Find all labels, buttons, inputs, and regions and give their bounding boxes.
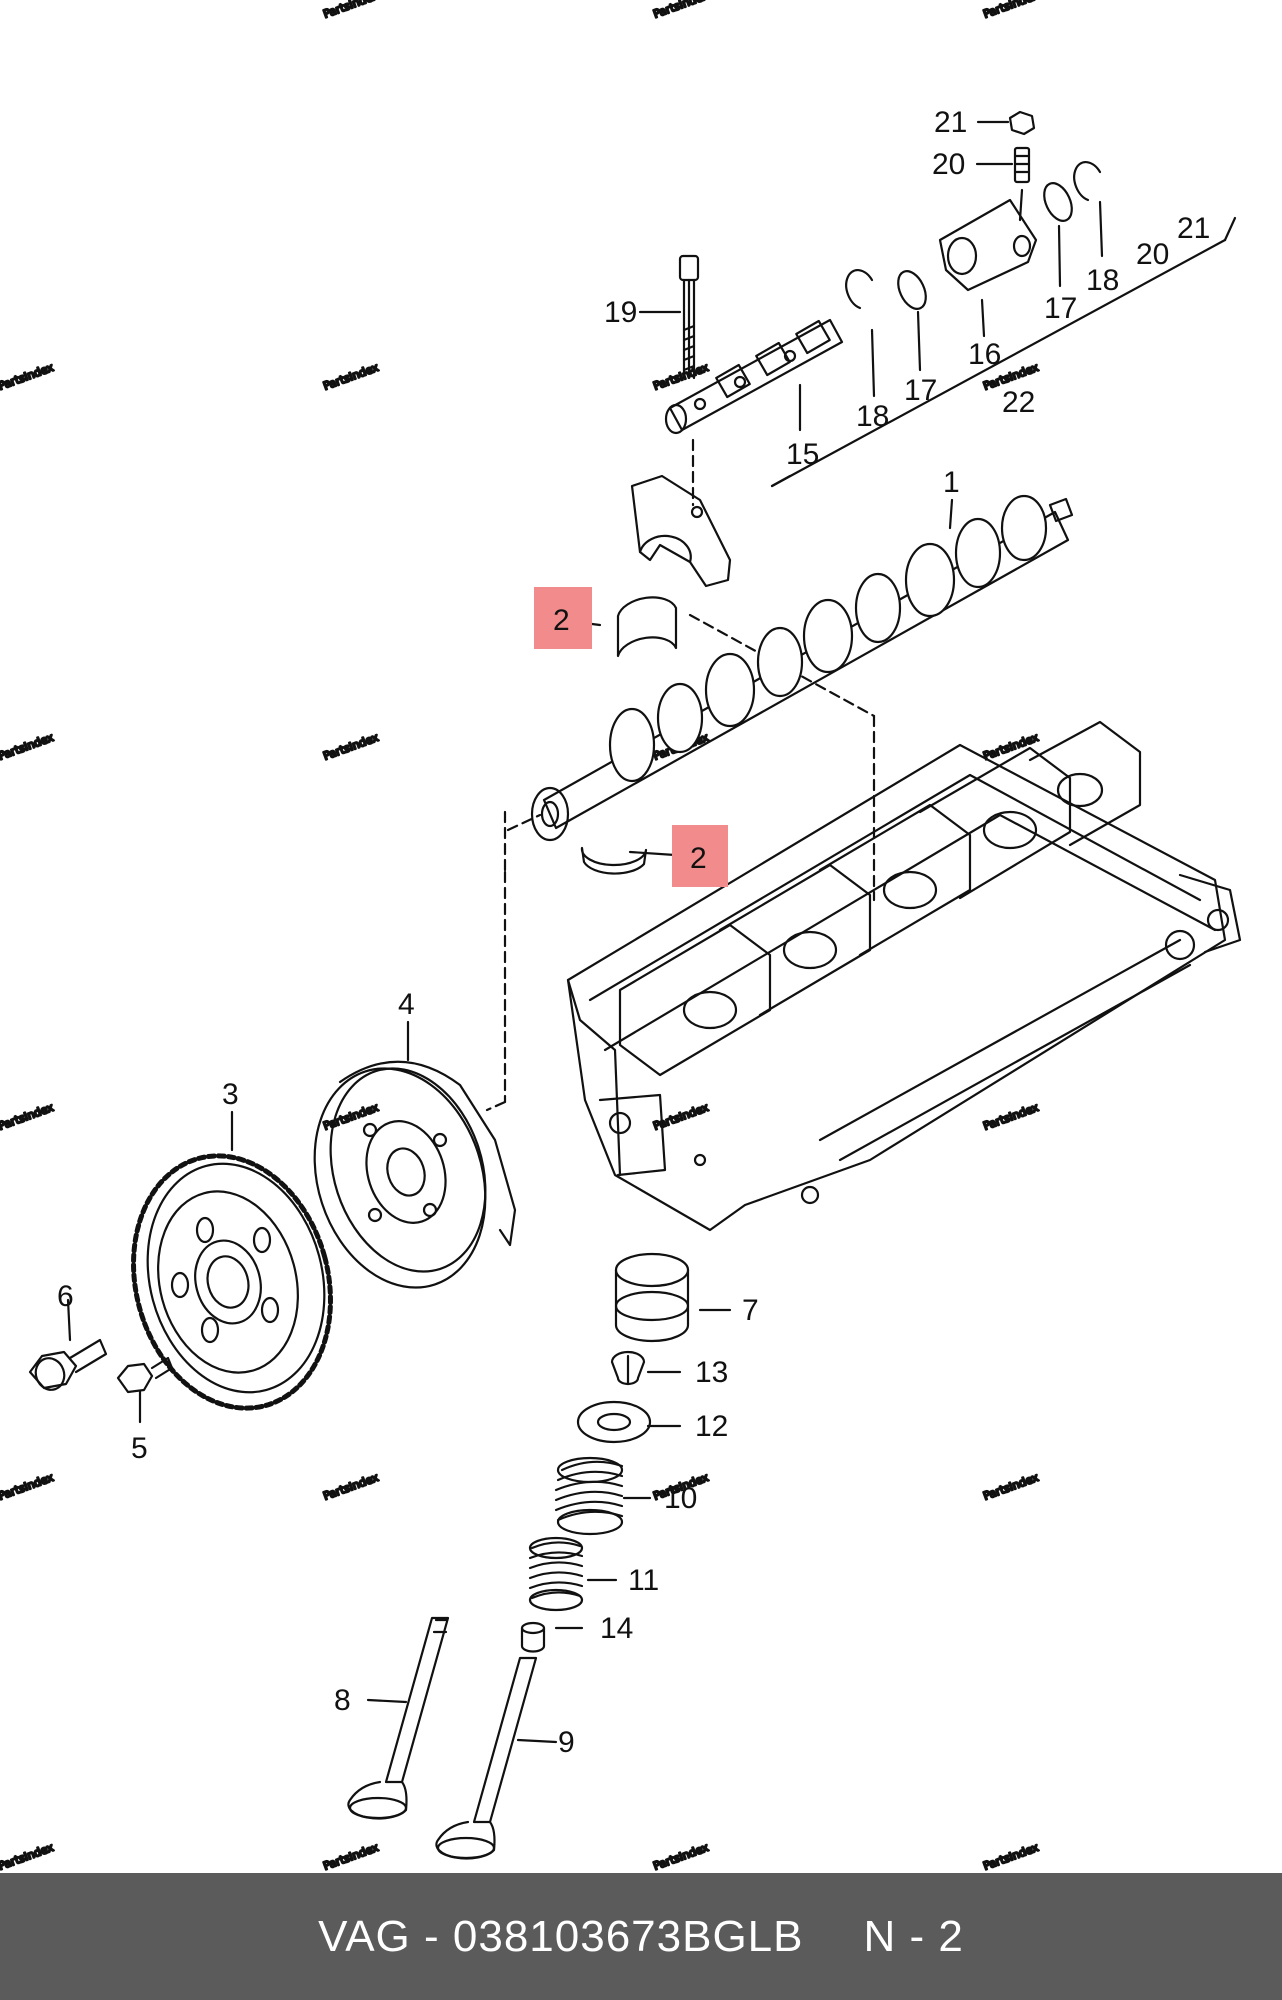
svg-text:PartsIndex: PartsIndex — [0, 731, 56, 763]
pulley-bolt — [116, 1356, 174, 1394]
callout-6: 6 — [57, 1280, 74, 1313]
hydraulic-tappet — [614, 1252, 690, 1343]
footer-brand: VAG — [318, 1911, 411, 1961]
sprocket-bolt — [28, 1338, 108, 1391]
callout-5: 5 — [131, 1432, 148, 1465]
svg-text:PartsIndex: PartsIndex — [322, 361, 381, 393]
leader-lines — [66, 120, 1104, 1744]
callout-18-left: 18 — [856, 400, 889, 433]
svg-text:PartsIndex: PartsIndex — [0, 1101, 56, 1133]
callout-7: 7 — [742, 1294, 759, 1327]
callout-4: 4 — [398, 988, 415, 1021]
exhaust-valve — [347, 1616, 450, 1820]
rocker-shaft — [664, 318, 844, 435]
camshaft-sprocket — [131, 1153, 333, 1411]
callout-21-frame: 21 — [1177, 212, 1210, 245]
rocker-arm — [938, 188, 1038, 292]
callout-20-top: 20 — [932, 148, 965, 181]
parts-diagram: PartsIndex PartsIndex PartsIndex PartsIn… — [0, 0, 1242, 1873]
bearing-shell-lower — [580, 846, 648, 875]
bearing-shell-upper — [616, 596, 678, 658]
callout-14: 14 — [600, 1612, 633, 1645]
watermark-layer: PartsIndex PartsIndex PartsIndex PartsIn… — [0, 0, 1042, 1873]
callout-21-top: 21 — [934, 106, 967, 139]
adjusting-screw-and-nut — [1008, 110, 1036, 184]
highlight-2-upper — [534, 587, 592, 649]
footer-part-number: 038103673BGLB — [452, 1911, 804, 1961]
svg-text:PartsIndex: PartsIndex — [0, 361, 56, 393]
callout-8: 8 — [334, 1684, 351, 1717]
inner-valve-spring — [528, 1536, 584, 1612]
callout-15: 15 — [786, 438, 819, 471]
camshaft-pulley — [313, 1060, 517, 1289]
svg-text:PartsIndex: PartsIndex — [652, 1841, 711, 1873]
valve-stem-seal — [520, 1621, 546, 1653]
circlips — [845, 161, 1102, 310]
callout-9: 9 — [558, 1726, 575, 1759]
callout-17-left: 17 — [904, 374, 937, 407]
footer-separator: - — [410, 1911, 453, 1961]
highlight-2-lower — [672, 825, 728, 887]
cylinder-head — [566, 720, 1242, 1232]
callout-16: 16 — [968, 338, 1001, 371]
callout-10: 10 — [664, 1482, 697, 1515]
svg-text:PartsIndex: PartsIndex — [982, 1471, 1041, 1503]
callout-13: 13 — [695, 1356, 728, 1389]
callout-22: 22 — [1002, 386, 1035, 419]
callout-11: 11 — [628, 1564, 659, 1597]
svg-text:PartsIndex: PartsIndex — [0, 1471, 56, 1503]
camshaft — [485, 494, 1074, 1112]
svg-text:PartsIndex: PartsIndex — [322, 0, 381, 21]
callout-3: 3 — [222, 1078, 239, 1111]
svg-text:PartsIndex: PartsIndex — [322, 1471, 381, 1503]
part-number-footer: VAG - 038103673BGLB N - 2 — [0, 1873, 1282, 2000]
svg-text:PartsIndex: PartsIndex — [322, 731, 381, 763]
callout-12: 12 — [695, 1410, 728, 1443]
callout-2-upper: 2 — [553, 604, 570, 637]
callout-18-right: 18 — [1086, 264, 1119, 297]
svg-text:PartsIndex: PartsIndex — [982, 1101, 1041, 1133]
svg-text:PartsIndex: PartsIndex — [652, 361, 711, 393]
callout-2-lower: 2 — [690, 842, 707, 875]
callout-19: 19 — [604, 296, 637, 329]
rocker-bolt — [678, 254, 700, 380]
footer-position-label: N - 2 — [863, 1911, 964, 1961]
svg-text:PartsIndex: PartsIndex — [652, 0, 711, 21]
valve-cotters — [610, 1350, 646, 1386]
outer-valve-spring — [554, 1456, 624, 1536]
callout-17-right: 17 — [1044, 292, 1077, 325]
intake-valve — [435, 1656, 538, 1860]
callout-1: 1 — [943, 466, 960, 499]
svg-text:PartsIndex: PartsIndex — [982, 1841, 1041, 1873]
callout-numbers: 1 2 2 3 4 5 6 7 8 9 10 11 12 13 14 15 16… — [57, 106, 1210, 1759]
svg-text:PartsIndex: PartsIndex — [322, 1101, 381, 1133]
callout-20-frame: 20 — [1136, 238, 1169, 271]
spring-retainer — [576, 1400, 652, 1444]
svg-text:PartsIndex: PartsIndex — [0, 1841, 56, 1873]
svg-text:PartsIndex: PartsIndex — [982, 0, 1041, 21]
rocker-assembly-frame — [770, 216, 1237, 488]
svg-text:PartsIndex: PartsIndex — [322, 1841, 381, 1873]
